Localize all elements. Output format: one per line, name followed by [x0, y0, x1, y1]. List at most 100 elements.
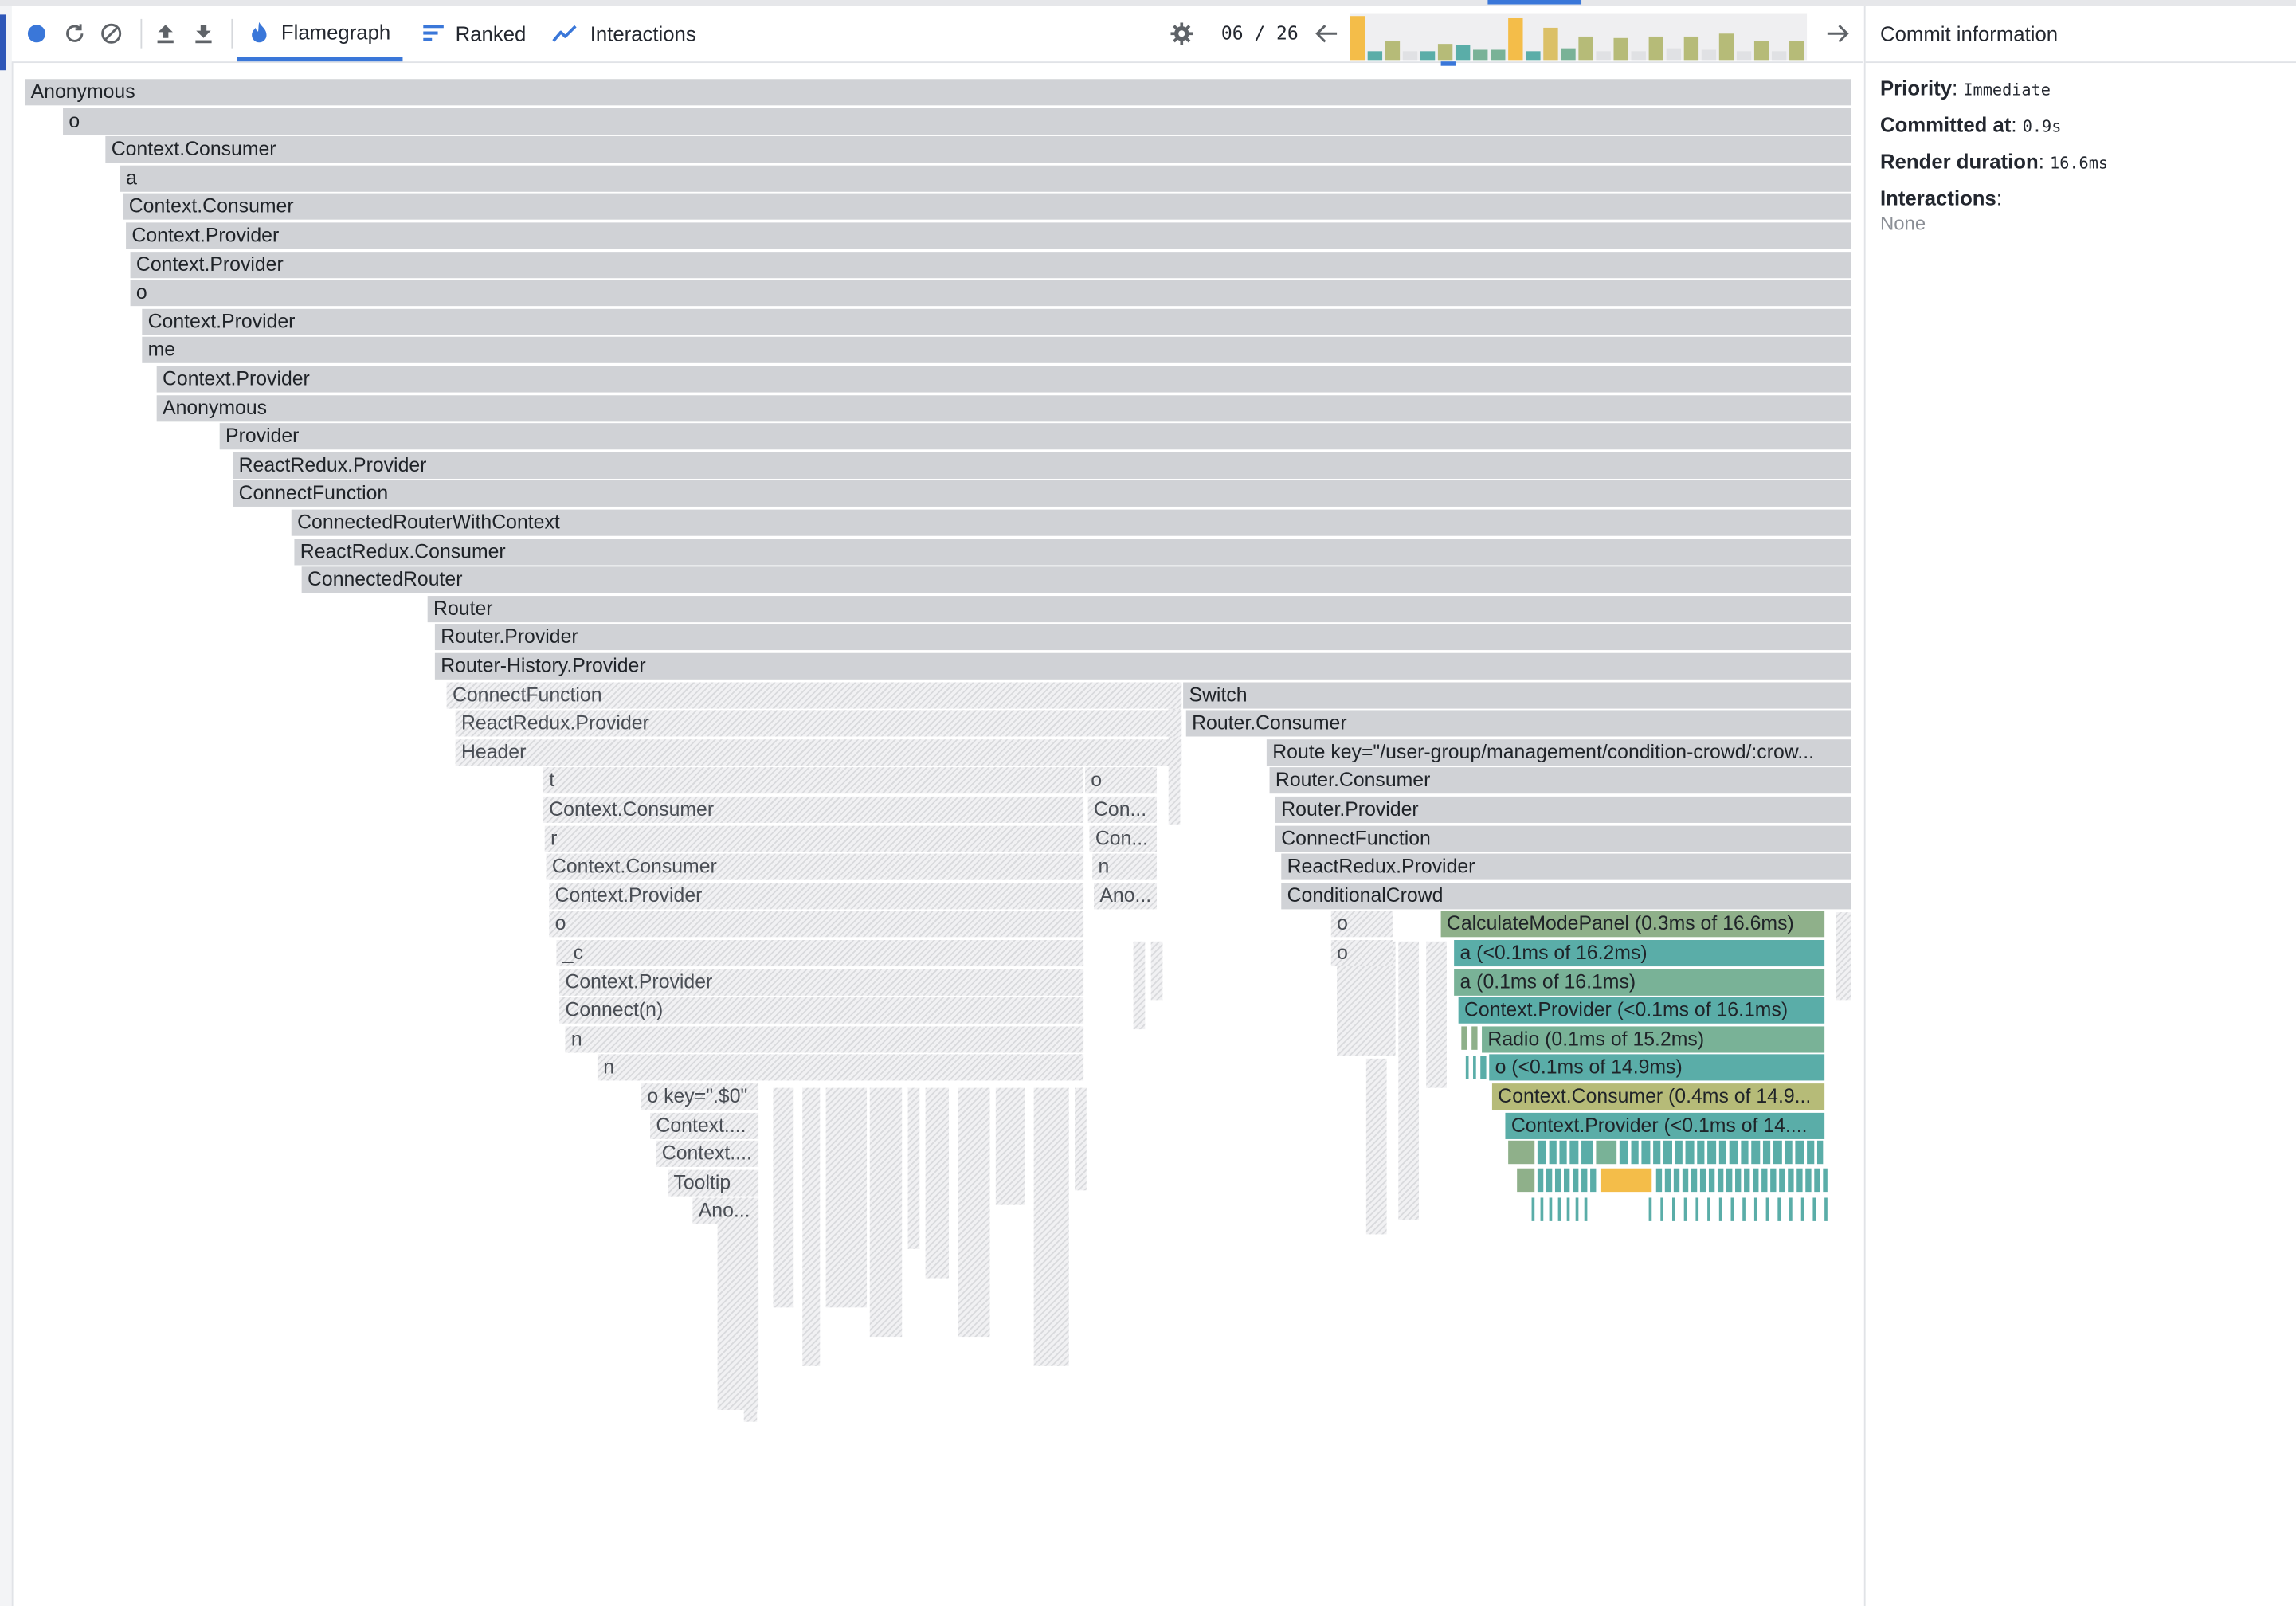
flamegraph-node[interactable]: o	[130, 280, 1851, 307]
flamegraph-node[interactable]: Header	[455, 738, 1182, 766]
flamegraph-node[interactable]: Router.Provider	[434, 624, 1851, 651]
flamegraph-node[interactable]: ReactRedux.Provider	[1281, 853, 1851, 880]
flamegraph-node[interactable]: _c	[556, 939, 1084, 967]
commit-bar[interactable]	[1473, 49, 1488, 61]
flamegraph-node[interactable]: Anonymous	[25, 79, 1851, 106]
flamegraph-node[interactable]: CalculateModePanel (0.3ms of 16.6ms)	[1440, 911, 1825, 938]
commit-bar[interactable]	[1666, 48, 1682, 61]
commit-bar[interactable]	[1385, 41, 1401, 61]
commit-bar[interactable]	[1596, 51, 1611, 61]
gear-icon[interactable]	[1169, 21, 1195, 47]
flamegraph-node[interactable]: o	[549, 911, 1084, 938]
flamegraph-node[interactable]: Anonymous	[156, 394, 1851, 421]
flamegraph-node[interactable]: Router.Consumer	[1269, 767, 1851, 794]
flamegraph-node[interactable]: me	[142, 337, 1851, 364]
commit-bar[interactable]	[1561, 48, 1576, 61]
flamegraph-node[interactable]: Ano...	[1093, 882, 1158, 910]
flamegraph-node[interactable]: Context.Consumer	[543, 796, 1084, 823]
flamegraph-node[interactable]: Router	[427, 595, 1851, 622]
flamegraph-node[interactable]: o (<0.1ms of 14.9ms)	[1489, 1055, 1825, 1082]
flamegraph-node[interactable]: o	[1084, 767, 1158, 794]
flamegraph-node[interactable]: ConditionalCrowd	[1281, 882, 1851, 910]
flamegraph-node[interactable]: Context.Provider	[549, 882, 1084, 910]
flamegraph-node[interactable]: Router-History.Provider	[434, 652, 1851, 680]
flamegraph-node[interactable]: Context.Consumer	[123, 194, 1851, 221]
upload-icon[interactable]	[152, 21, 178, 47]
flamegraph-node[interactable]: o	[63, 108, 1851, 135]
flamegraph-node[interactable]: Context.Provider	[130, 251, 1851, 278]
flamegraph-node[interactable]: ReactRedux.Consumer	[294, 538, 1851, 565]
commit-bar[interactable]	[1455, 45, 1471, 61]
commit-bar[interactable]	[1683, 36, 1699, 61]
tab-interactions[interactable]: Interactions	[552, 6, 696, 61]
flamegraph-node[interactable]: r	[544, 825, 1084, 852]
commit-bar[interactable]	[1613, 37, 1628, 61]
flamegraph-node[interactable]: Context.Provider (<0.1ms of 14....	[1505, 1112, 1825, 1139]
flamegraph-node[interactable]: Tooltip	[668, 1169, 759, 1197]
flamegraph-node[interactable]: Context.Consumer	[105, 136, 1851, 163]
flamegraph-node[interactable]: ReactRedux.Provider	[233, 452, 1851, 479]
commit-bar[interactable]	[1771, 51, 1787, 61]
commit-bar[interactable]	[1526, 51, 1541, 61]
flamegraph-node[interactable]: o	[1330, 911, 1393, 938]
flamegraph-node[interactable]: ConnectedRouterWithContext	[291, 509, 1851, 536]
flamegraph-node[interactable]: Context.Provider	[142, 308, 1851, 335]
arrow-left-icon[interactable]	[1314, 21, 1340, 47]
clear-icon[interactable]	[98, 21, 124, 47]
download-icon[interactable]	[190, 21, 217, 47]
flamegraph-node[interactable]: Context....	[650, 1112, 759, 1139]
commit-bar[interactable]	[1402, 51, 1418, 61]
commit-bar[interactable]	[1718, 33, 1734, 61]
flamegraph-node[interactable]: a (0.1ms of 16.1ms)	[1454, 969, 1825, 996]
flamegraph-node[interactable]: Ano...	[692, 1198, 759, 1225]
commit-bar[interactable]	[1367, 51, 1383, 61]
flamegraph-node[interactable]: Context.Consumer (0.4ms of 14.9...	[1491, 1083, 1825, 1110]
flamegraph-node[interactable]: o	[1330, 939, 1393, 967]
commit-bar[interactable]	[1437, 44, 1453, 61]
flamegraph-node[interactable]: Context.Consumer	[546, 853, 1084, 880]
flamegraph-node[interactable]: o key=".$0"	[641, 1083, 759, 1110]
commit-bar[interactable]	[1753, 41, 1769, 61]
flamegraph-node[interactable]: Context.Provider	[156, 366, 1851, 393]
flamegraph-node[interactable]: Switch	[1183, 681, 1851, 708]
flamegraph-node[interactable]: Router.Provider	[1275, 796, 1851, 823]
arrow-right-icon[interactable]	[1824, 21, 1851, 47]
commit-bar[interactable]	[1543, 27, 1558, 61]
flamegraph-node[interactable]: Context.Provider	[559, 969, 1084, 996]
tab-ranked[interactable]: Ranked	[423, 6, 526, 61]
flamegraph-node[interactable]: a	[120, 165, 1851, 192]
flamegraph-node[interactable]: Provider	[219, 423, 1851, 450]
tab-flamegraph[interactable]: Flamegraph	[237, 6, 402, 62]
flamegraph-node[interactable]: Connect(n)	[559, 997, 1084, 1024]
commit-bar[interactable]	[1648, 36, 1663, 61]
flamegraph-node[interactable]: ConnectFunction	[446, 681, 1182, 708]
flamegraph-node[interactable]: n	[597, 1055, 1084, 1082]
flamegraph-node[interactable]: ConnectFunction	[233, 480, 1851, 507]
commit-bar[interactable]	[1420, 51, 1436, 61]
commit-bar[interactable]	[1350, 16, 1365, 61]
flamegraph-node[interactable]: Context.Provider	[126, 222, 1851, 249]
commit-selector-chart[interactable]	[1350, 13, 1808, 66]
flamegraph-node[interactable]: n	[1092, 853, 1158, 880]
commit-bar[interactable]	[1631, 51, 1646, 61]
flamegraph-node[interactable]: ConnectFunction	[1275, 825, 1851, 852]
flamegraph-node[interactable]: Router.Consumer	[1185, 710, 1851, 737]
flamegraph-node[interactable]: ReactRedux.Provider	[455, 710, 1182, 737]
commit-bar[interactable]	[1491, 49, 1506, 61]
flamegraph-node[interactable]: t	[543, 767, 1084, 794]
commit-bar[interactable]	[1508, 18, 1523, 61]
flamegraph-node[interactable]: n	[565, 1026, 1084, 1053]
reload-icon[interactable]	[61, 21, 88, 47]
flamegraph-node[interactable]: Context....	[656, 1141, 759, 1168]
flamegraph-node[interactable]: Con...	[1087, 796, 1158, 823]
commit-bar[interactable]	[1701, 49, 1717, 61]
commit-bar[interactable]	[1578, 36, 1593, 61]
flamegraph-node[interactable]: Context.Provider (<0.1ms of 16.1ms)	[1458, 997, 1825, 1024]
flamegraph-node[interactable]: ConnectedRouter	[301, 566, 1851, 593]
flamegraph-node[interactable]: Con...	[1089, 825, 1158, 852]
flamegraph-node[interactable]: Radio (0.1ms of 15.2ms)	[1482, 1026, 1825, 1053]
record-icon[interactable]	[23, 21, 49, 47]
flamegraph-node[interactable]: Route key="/user-group/management/condit…	[1266, 738, 1851, 766]
commit-bar[interactable]	[1736, 51, 1752, 61]
flamegraph-node[interactable]: a (<0.1ms of 16.2ms)	[1454, 939, 1825, 967]
